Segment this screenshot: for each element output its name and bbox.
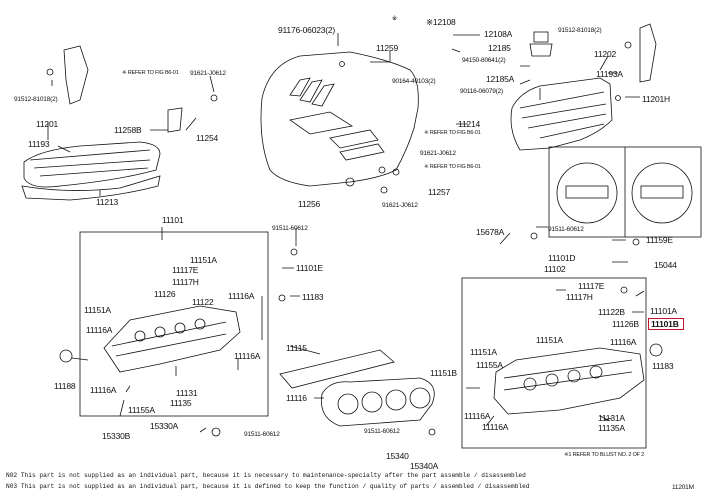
ref-note-3: ※ REFER TO FIG B6-01 xyxy=(424,164,481,170)
label-11259[interactable]: 11259 xyxy=(376,43,399,53)
label-11117h-left[interactable]: 11117H xyxy=(172,277,199,287)
label-11183-right[interactable]: 11183 xyxy=(652,361,674,371)
figure-id: 11201M xyxy=(672,484,694,491)
valve-cover-right xyxy=(510,77,613,151)
label-12108a[interactable]: 12108A xyxy=(484,29,513,39)
label-11122-left[interactable]: 11122 xyxy=(192,297,214,307)
label-11151a-right[interactable]: 11151A xyxy=(536,335,563,345)
label-11101e[interactable]: 11101E xyxy=(296,263,323,273)
label-11214[interactable]: 11214 xyxy=(458,119,481,129)
label-11193a-right[interactable]: 11193A xyxy=(596,69,623,79)
ref-note-1: ※ REFER TO FIG B6-01 xyxy=(122,70,179,76)
label-11155a-right[interactable]: 11155A xyxy=(476,360,503,370)
label-15330a[interactable]: 15330A xyxy=(150,421,179,431)
label-91511-left[interactable]: 91511-60612 xyxy=(272,225,308,232)
label-11201[interactable]: 11201 xyxy=(36,119,59,129)
label-11116a-right[interactable]: 11116A xyxy=(610,337,637,347)
label-91621-top[interactable]: 91621-J0612 xyxy=(190,70,226,77)
label-11151b[interactable]: 11151B xyxy=(430,368,457,378)
label-11155a-left[interactable]: 11155A xyxy=(128,405,155,415)
label-11117h-right[interactable]: 11117H xyxy=(566,292,593,302)
label-11213[interactable]: 11213 xyxy=(96,197,119,207)
label-11122b[interactable]: 11122B xyxy=(598,307,625,317)
highlight-box xyxy=(648,318,684,330)
label-11258b[interactable]: 11258B xyxy=(114,125,142,135)
note-n02: N02 This part is not supplied as an indi… xyxy=(6,472,526,479)
label-11188[interactable]: 11188 xyxy=(54,381,76,391)
label-11151a-left[interactable]: 11151A xyxy=(190,255,217,265)
label-11202[interactable]: 11202 xyxy=(594,49,617,59)
label-11115[interactable]: 11115 xyxy=(286,343,307,353)
label-90116[interactable]: 90116-06079(2) xyxy=(460,88,503,95)
label-11151a-left-2[interactable]: 11151A xyxy=(84,305,111,315)
valve-cover-left xyxy=(23,141,161,188)
ref-note-2: ※ REFER TO FIG B6-01 xyxy=(424,130,481,136)
label-11116a-right-3[interactable]: 11116A xyxy=(482,422,509,432)
label-11126b[interactable]: 11126B xyxy=(612,319,639,329)
note-n03: N03 This part is not supplied as an indi… xyxy=(6,483,530,490)
label-11101a[interactable]: 11101A xyxy=(650,306,677,316)
cylinder-head-left xyxy=(103,305,241,373)
label-11131a[interactable]: 11131A xyxy=(598,413,625,423)
label-11116a-right-2[interactable]: 11116A xyxy=(464,411,491,421)
label-11117e-left[interactable]: 11117E xyxy=(172,265,199,275)
label-11183-left[interactable]: 11183 xyxy=(302,292,324,302)
label-90164[interactable]: 90164-40103(2) xyxy=(392,78,436,85)
label-94150[interactable]: 94150-80641(2) xyxy=(462,57,506,64)
label-91511-right[interactable]: 91511-60612 xyxy=(548,226,584,233)
label-15340[interactable]: 15340 xyxy=(386,451,409,461)
label-15330b[interactable]: 15330B xyxy=(102,431,131,441)
label-11116a-left-4[interactable]: 11116A xyxy=(90,385,117,395)
refer-bottom-note: ※1 REFER TO BLUST NO. 2 OF 2 xyxy=(564,452,645,458)
head-box-right xyxy=(461,277,647,449)
label-11116a-left-3[interactable]: 11116A xyxy=(234,351,261,361)
label-15340a[interactable]: 15340A xyxy=(410,461,439,471)
label-11135[interactable]: 11135 xyxy=(170,398,192,408)
label-91512-right[interactable]: 91512-81018(2) xyxy=(558,27,602,34)
label-91511-bottom-left[interactable]: 91511-60612 xyxy=(244,431,280,438)
label-91511-bottom-right[interactable]: 91511-60612 xyxy=(364,428,400,435)
label-11257[interactable]: 11257 xyxy=(428,187,451,197)
label-15678a[interactable]: 15678A xyxy=(476,227,505,237)
label-11159e[interactable]: 11159E xyxy=(646,235,673,245)
svg-text:※: ※ xyxy=(392,15,397,22)
label-11131[interactable]: 11131 xyxy=(176,388,198,398)
label-11117e-right[interactable]: 11117E xyxy=(578,281,605,291)
label-91512-left[interactable]: 91512-81018(2) xyxy=(14,96,58,103)
label-11116a-left-2[interactable]: 11116A xyxy=(86,325,113,335)
label-12108[interactable]: ※12108 xyxy=(426,17,456,27)
label-91621-bottom[interactable]: 91621-J0612 xyxy=(382,202,418,209)
label-12185a[interactable]: 12185A xyxy=(486,74,515,84)
label-11135a[interactable]: 11135A xyxy=(598,423,625,433)
label-11116a-left[interactable]: 11116A xyxy=(228,291,255,301)
engine-cover xyxy=(260,51,419,187)
label-11101[interactable]: 11101 xyxy=(162,215,184,225)
label-12185[interactable]: 12185 xyxy=(488,43,511,53)
label-11101b[interactable]: 11101B xyxy=(651,319,679,329)
label-11126-left[interactable]: 11126 xyxy=(154,289,176,299)
label-11254[interactable]: 11254 xyxy=(196,133,219,143)
label-11193[interactable]: 11193 xyxy=(28,139,50,149)
label-11201h[interactable]: 11201H xyxy=(642,94,670,104)
label-11116[interactable]: 11116 xyxy=(286,393,307,403)
label-11101d[interactable]: 11101D xyxy=(548,253,576,263)
label-11256[interactable]: 11256 xyxy=(298,199,321,209)
head-box-left xyxy=(79,231,269,417)
gasket-strip xyxy=(279,349,395,389)
label-91621-mid[interactable]: 91621-J0612 xyxy=(420,150,456,157)
label-11102[interactable]: 11102 xyxy=(544,264,566,274)
label-15044[interactable]: 15044 xyxy=(654,260,677,270)
label-11151a-right-2[interactable]: 11151A xyxy=(470,347,497,357)
head-gasket xyxy=(321,377,435,427)
cylinder-head-right xyxy=(493,347,645,415)
label-91176[interactable]: 91176-06023(2) xyxy=(278,25,336,35)
